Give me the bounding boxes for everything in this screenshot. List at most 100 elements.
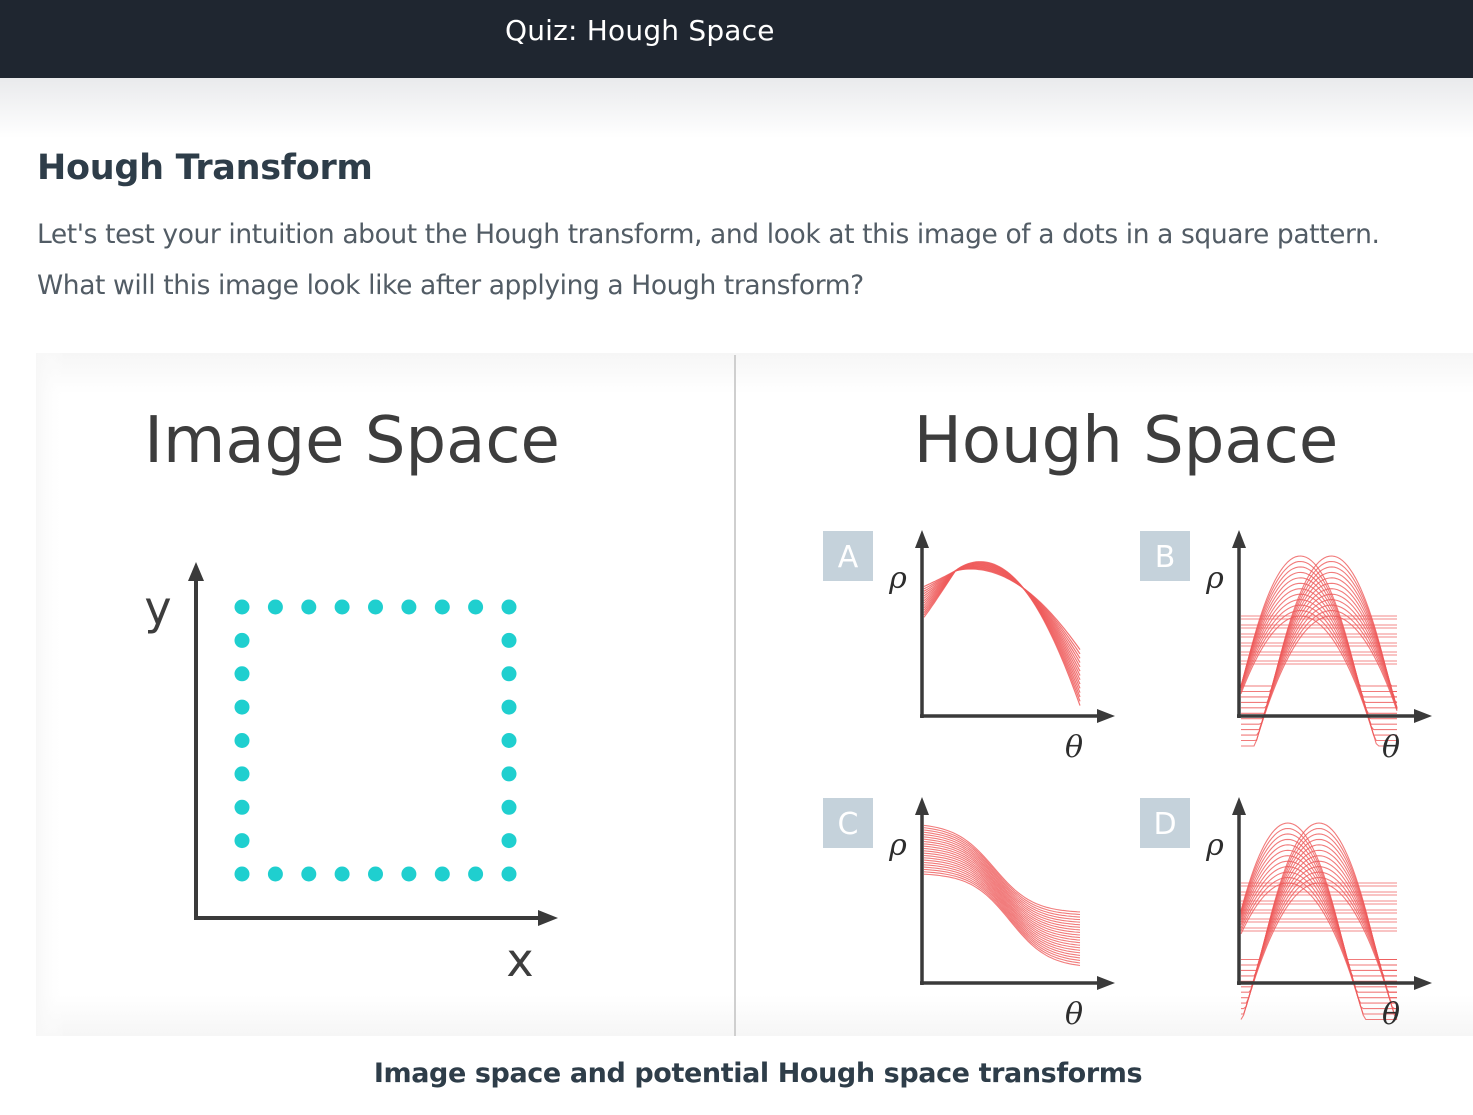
theta-label: θ: [1382, 730, 1400, 765]
square-dot-pattern: [234, 599, 517, 882]
image-y-arrowhead: [188, 562, 204, 581]
image-dot: [334, 599, 350, 615]
image-space-title: Image Space: [144, 404, 560, 478]
hough-curve: [1240, 571, 1397, 703]
hough-curve: [923, 864, 1081, 956]
theta-arrowhead: [1097, 709, 1115, 723]
hough-curve: [1240, 822, 1397, 961]
hough-curve: [1240, 615, 1397, 747]
hough-curves: [923, 561, 1081, 706]
image-dot: [234, 866, 250, 882]
hough-curve: [1240, 882, 1397, 1021]
hough-curve: [923, 824, 1081, 913]
hough-curve: [923, 847, 1081, 939]
option-label-box: [823, 798, 873, 848]
option-label: A: [838, 540, 859, 575]
hough-curve: [923, 834, 1081, 923]
theta-arrowhead: [1097, 976, 1115, 990]
image-dot: [501, 632, 517, 648]
image-dot: [301, 866, 317, 882]
hough-curve: [1241, 866, 1397, 1004]
image-dot: [234, 733, 250, 748]
hough-curve: [1241, 855, 1397, 993]
hough-option-b[interactable]: Bρθ: [1140, 530, 1432, 765]
hough-curve: [923, 561, 1081, 706]
rho-arrowhead: [1232, 530, 1246, 548]
hough-curve: [923, 871, 1081, 964]
image-dot: [234, 766, 250, 782]
hough-curve: [923, 850, 1081, 941]
option-label: C: [838, 807, 859, 842]
hough-curve: [1240, 577, 1397, 709]
hough-curve: [923, 868, 1081, 961]
hough-curve: [923, 843, 1081, 933]
hough-curve: [1240, 555, 1397, 687]
section-heading: Hough Transform: [37, 148, 373, 188]
image-dot: [501, 866, 517, 882]
hough-curve: [923, 873, 1081, 967]
hough-curves: [923, 824, 1081, 967]
theta-label: θ: [1065, 997, 1083, 1032]
hough-curve: [923, 836, 1081, 926]
hough-curve: [1240, 855, 1397, 993]
image-dot: [368, 866, 383, 882]
rho-label: ρ: [888, 828, 907, 863]
hough-curve: [1240, 827, 1397, 966]
figure-caption: Image space and potential Hough space tr…: [373, 1058, 1143, 1089]
hough-space-title: Hough Space: [914, 404, 1338, 478]
hough-curve: [923, 866, 1081, 959]
hough-curve: [923, 857, 1081, 949]
hough-curve: [1240, 566, 1397, 698]
image-dot: [334, 866, 350, 882]
hough-curve: [1240, 882, 1398, 1020]
hough-curve: [923, 845, 1081, 936]
option-label-box: [823, 531, 873, 581]
image-dot: [234, 632, 250, 648]
hough-option-c[interactable]: Cρ θ: [823, 797, 1115, 1032]
hough-curves: [1240, 555, 1398, 747]
rho-label: ρ: [1205, 828, 1224, 863]
hough-curve: [1241, 860, 1397, 999]
hough-curve: [923, 840, 1081, 931]
image-space-plot: y x: [144, 562, 558, 987]
hough-curve: [923, 852, 1081, 944]
rho-arrowhead: [1232, 797, 1246, 815]
option-label: B: [1155, 540, 1176, 575]
image-dot: [468, 866, 484, 882]
intro-paragraph: Let's test your intuition about the Houg…: [37, 219, 1380, 301]
hough-curve: [1241, 555, 1397, 687]
image-dot: [368, 599, 383, 615]
hough-curve: [923, 827, 1081, 916]
hough-option-a[interactable]: Aρθ: [823, 530, 1115, 765]
hough-curve: [1240, 560, 1397, 693]
image-dot: [301, 599, 317, 615]
image-dot: [501, 666, 517, 682]
hough-curve: [1241, 876, 1397, 1015]
hough-curve: [923, 854, 1081, 946]
image-dot: [234, 666, 250, 682]
option-label-box: [1140, 798, 1190, 848]
hough-curve: [923, 859, 1081, 951]
image-dot: [434, 599, 450, 615]
hough-curve: [1241, 566, 1397, 698]
hough-curve: [1241, 871, 1397, 1010]
hough-curve: [1241, 560, 1397, 693]
page-title: Quiz: Hough Space: [505, 14, 775, 47]
hough-option-d[interactable]: Dρθ: [1140, 797, 1432, 1032]
image-x-label: x: [506, 933, 533, 987]
image-dot: [501, 766, 517, 782]
image-dot: [401, 599, 417, 615]
rho-arrowhead: [915, 797, 929, 815]
hough-curve: [923, 861, 1081, 954]
figure-side-fade: [36, 353, 1473, 1036]
theta-label: θ: [1382, 997, 1400, 1032]
image-x-arrowhead: [538, 910, 558, 926]
hough-curve: [1240, 849, 1397, 988]
hough-curve: [923, 829, 1081, 918]
rho-label: ρ: [888, 561, 907, 596]
image-dot: [501, 833, 517, 849]
image-dot: [501, 799, 517, 815]
image-dot: [434, 866, 450, 882]
hough-curve: [923, 838, 1081, 928]
